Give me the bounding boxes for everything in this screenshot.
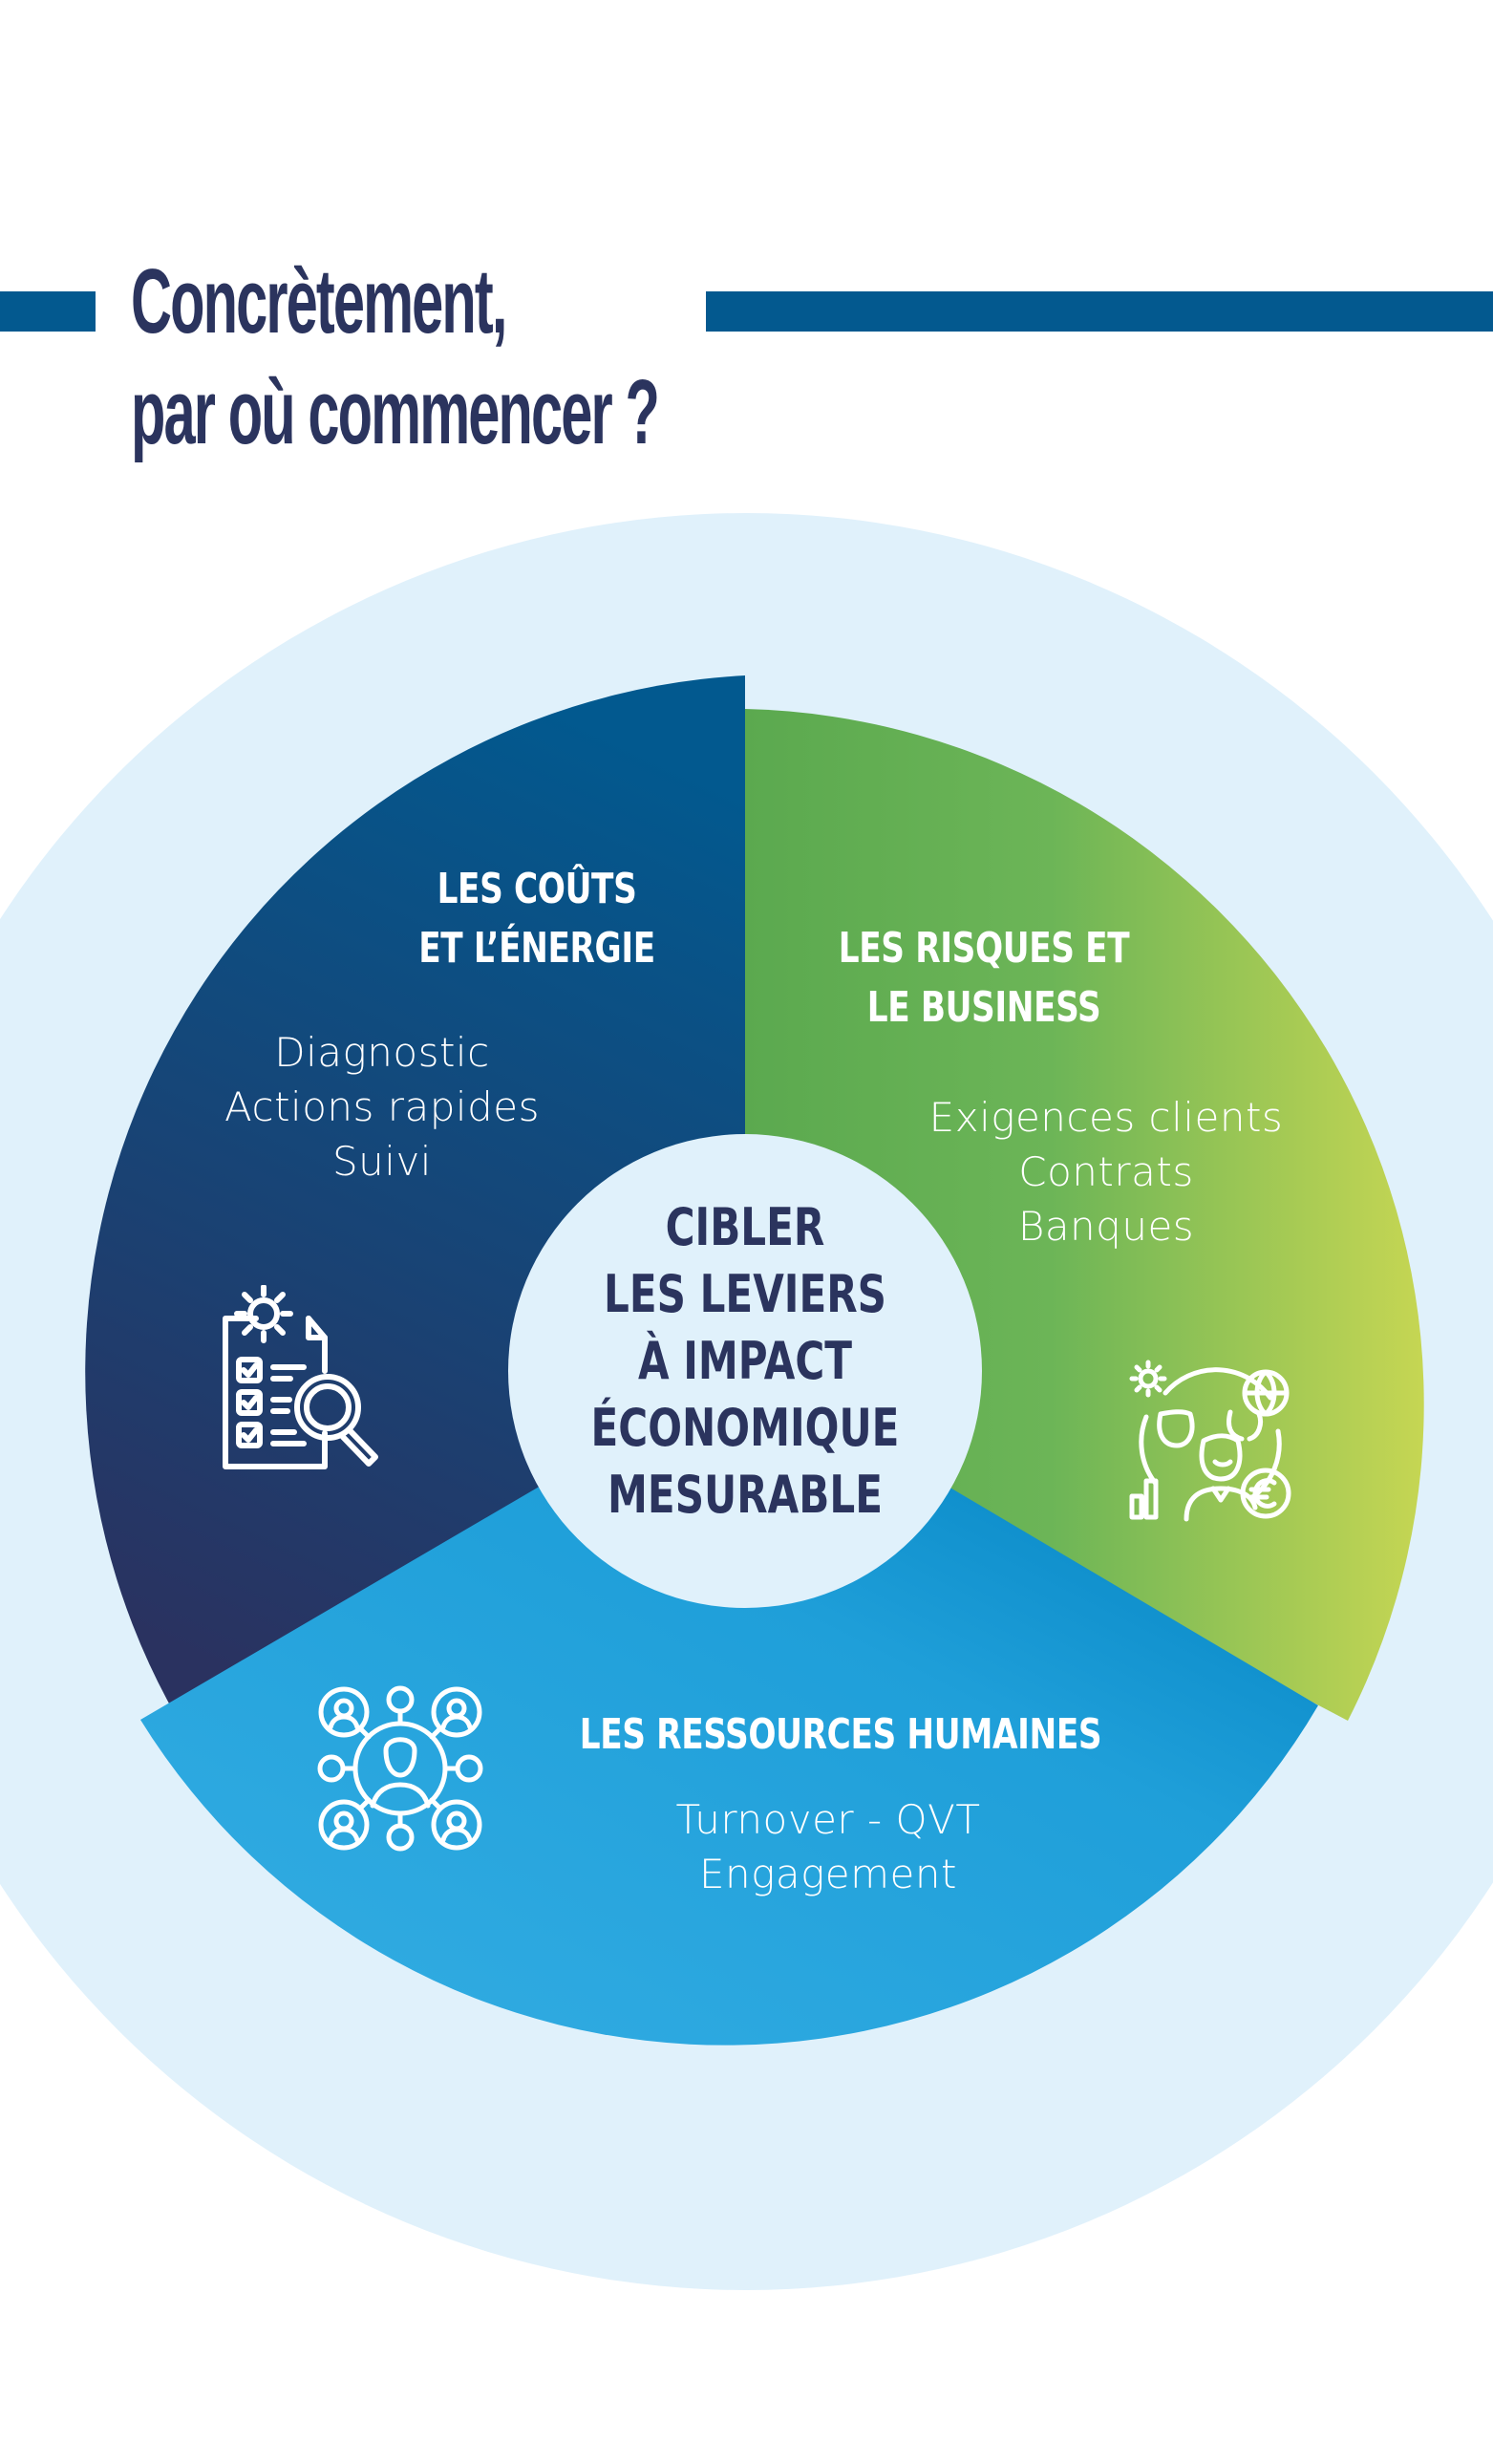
segment-risks-heading: LES RISQUES ET LE BUSINESS <box>835 919 1133 1038</box>
segment-hr-items: Turnover - QVT Engagement <box>589 1792 1067 1901</box>
segment-costs-heading-line-1: LES COÛTS <box>437 865 637 913</box>
segment-hr-item: Engagement <box>699 1851 957 1897</box>
page-title-line-1: Concrètement, <box>131 250 507 353</box>
center-line-5: MESURABLE <box>608 1465 883 1525</box>
segment-costs-item: Suivi <box>332 1138 432 1185</box>
segment-risks-heading-line-2: LE BUSINESS <box>866 983 1101 1032</box>
center-line-3: À IMPACT <box>637 1331 853 1391</box>
segment-risks-item: Banques <box>1017 1203 1195 1250</box>
segment-costs-items: Diagnostic Actions rapides Suivi <box>143 1025 621 1189</box>
page-title: Concrètement, par où commencer ? <box>131 246 660 468</box>
segment-risks-item: Contrats <box>1018 1148 1194 1195</box>
segment-costs-item: Actions rapides <box>224 1083 540 1130</box>
segment-hr-shape <box>140 1366 1318 2046</box>
segment-costs-heading: LES COÛTS ET L’ÉNERGIE <box>388 860 686 978</box>
people-network-icon <box>317 1685 483 1852</box>
center-line-2: LES LEVIERS <box>603 1264 887 1324</box>
page-title-line-2: par où commencer ? <box>131 361 660 463</box>
center-statement: CIBLER LES LEVIERS À IMPACT ÉCONOMIQUE M… <box>559 1194 931 1529</box>
people-globe-euro-icon <box>1129 1360 1291 1522</box>
title-bar-right <box>706 291 1493 332</box>
checklist-gear-magnifier-icon <box>223 1285 378 1469</box>
segment-hr-heading: LES RESSOURCES HUMAINES <box>558 1705 1124 1765</box>
center-line-4: ÉCONOMIQUE <box>590 1398 900 1458</box>
segment-hr-item: Turnover - QVT <box>675 1796 981 1843</box>
segment-hr-heading-line-1: LES RESSOURCES HUMAINES <box>579 1710 1102 1759</box>
segment-risks-item: Exigences clients <box>928 1094 1284 1141</box>
segment-costs-item: Diagnostic <box>274 1029 490 1076</box>
center-circle <box>508 1134 982 1608</box>
title-bar-left <box>0 291 96 332</box>
segment-costs-heading-line-2: ET L’ÉNERGIE <box>418 924 655 973</box>
center-line-1: CIBLER <box>665 1197 825 1257</box>
segment-risks-items: Exigences clients Contrats Banques <box>867 1090 1345 1253</box>
segment-risks-heading-line-1: LES RISQUES ET <box>838 924 1130 973</box>
